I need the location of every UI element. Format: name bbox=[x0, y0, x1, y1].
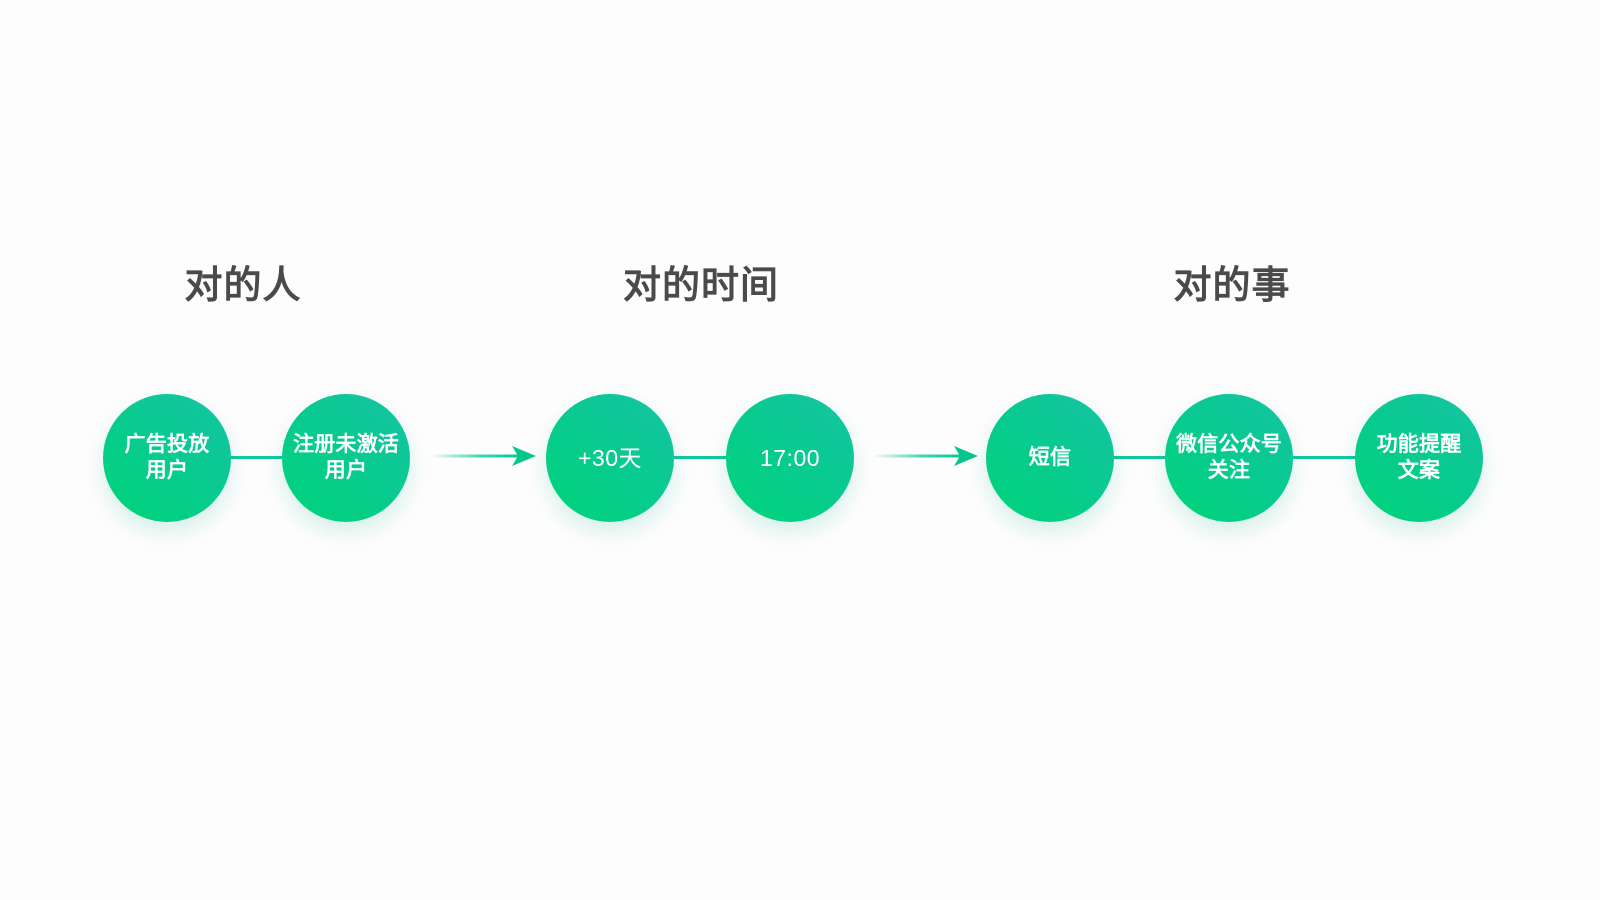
group-title-people: 对的人 bbox=[184, 265, 302, 307]
node-registered-inactive-users[interactable]: 注册未激活 用户 bbox=[282, 394, 410, 522]
connector-line bbox=[1100, 456, 1180, 459]
connector-line bbox=[660, 456, 740, 459]
node-ad-placement-users[interactable]: 广告投放 用户 bbox=[103, 394, 231, 522]
node-label: 注册未激活 用户 bbox=[293, 432, 399, 482]
node-wechat-official-account-follow[interactable]: 微信公众号 关注 bbox=[1165, 394, 1293, 522]
group-title-time: 对的时间 bbox=[622, 265, 780, 307]
node-time-1700[interactable]: 17:00 bbox=[726, 394, 854, 522]
arrow-right-icon bbox=[872, 438, 982, 474]
node-label: 17:00 bbox=[759, 444, 821, 471]
connector-line bbox=[1288, 456, 1368, 459]
node-plus-30-days[interactable]: +30天 bbox=[546, 394, 674, 522]
node-sms[interactable]: 短信 bbox=[986, 394, 1114, 522]
node-label: 功能提醒 文案 bbox=[1376, 432, 1462, 482]
node-label: 微信公众号 关注 bbox=[1176, 432, 1282, 482]
node-feature-reminder-copy[interactable]: 功能提醒 文案 bbox=[1355, 394, 1483, 522]
node-label: 短信 bbox=[1028, 445, 1072, 469]
arrow-right-icon bbox=[430, 438, 540, 474]
node-label: 广告投放 用户 bbox=[124, 432, 210, 482]
group-title-action: 对的事 bbox=[1173, 265, 1291, 307]
connector-line bbox=[215, 456, 295, 459]
node-label: +30天 bbox=[577, 444, 642, 471]
